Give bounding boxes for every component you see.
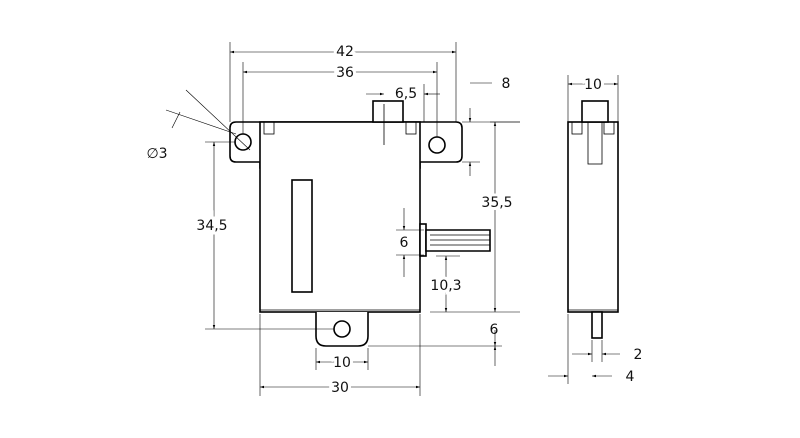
- output-shaft: [425, 229, 491, 252]
- label-body-depth: 30: [331, 380, 349, 396]
- dim-hole-diameter: ∅3: [146, 89, 251, 162]
- label-shaft-length: 35,5: [481, 195, 512, 211]
- dim-shaft-offset: 6,5: [366, 84, 440, 122]
- label-shaft-diameter: 2: [634, 347, 643, 363]
- flange-tab-left: [263, 121, 275, 135]
- side-inner-slot: [587, 121, 603, 165]
- label-side-width: 10: [584, 77, 602, 93]
- dim-tab-width: 10: [315, 348, 369, 374]
- side-body: [567, 121, 619, 313]
- dim-flange-thickness: 8: [462, 76, 520, 176]
- top-cap: [372, 100, 404, 123]
- dim-hole-spacing: 36: [242, 62, 438, 137]
- dim-tab-offset: 6: [396, 208, 424, 277]
- dim-side-width: 10: [567, 74, 619, 122]
- mount-hole-right: [428, 136, 446, 154]
- dim-overall-width: 42: [229, 41, 457, 122]
- front-view: [229, 100, 491, 347]
- label-shaft-offset: 6,5: [395, 86, 417, 102]
- dim-body-height: 10,3: [427, 255, 465, 312]
- label-shaft-offset-side: 4: [626, 369, 635, 385]
- side-view: [567, 100, 619, 339]
- mount-hole-left: [234, 133, 252, 151]
- label-hole-diameter: ∅3: [146, 146, 167, 162]
- dim-shaft-offset-side: 4: [548, 314, 635, 385]
- label-body-height: 10,3: [430, 278, 461, 294]
- side-shaft: [591, 311, 603, 339]
- label-flange-thickness: 8: [502, 76, 511, 92]
- label-overall-width: 42: [336, 44, 354, 60]
- shaft-collar: [419, 223, 427, 257]
- dim-tab-extension: 6: [368, 322, 502, 366]
- dim-height-total: 34,5: [193, 141, 334, 330]
- label-hole-spacing: 36: [336, 65, 354, 81]
- dim-shaft-diameter: 2: [572, 340, 642, 363]
- vertical-slot: [291, 179, 313, 293]
- label-height-total: 34,5: [196, 218, 227, 234]
- dim-body-depth: 30: [259, 314, 421, 399]
- label-tab-width: 10: [333, 355, 351, 371]
- label-tab-extension: 6: [490, 322, 499, 338]
- side-top-cap: [581, 100, 609, 123]
- flange-tab-right: [405, 121, 417, 135]
- bottom-tab-hole: [333, 320, 351, 338]
- dim-shaft-length: 35,5: [430, 121, 520, 313]
- servo-body: [259, 121, 421, 313]
- label-tab-offset: 6: [400, 235, 409, 251]
